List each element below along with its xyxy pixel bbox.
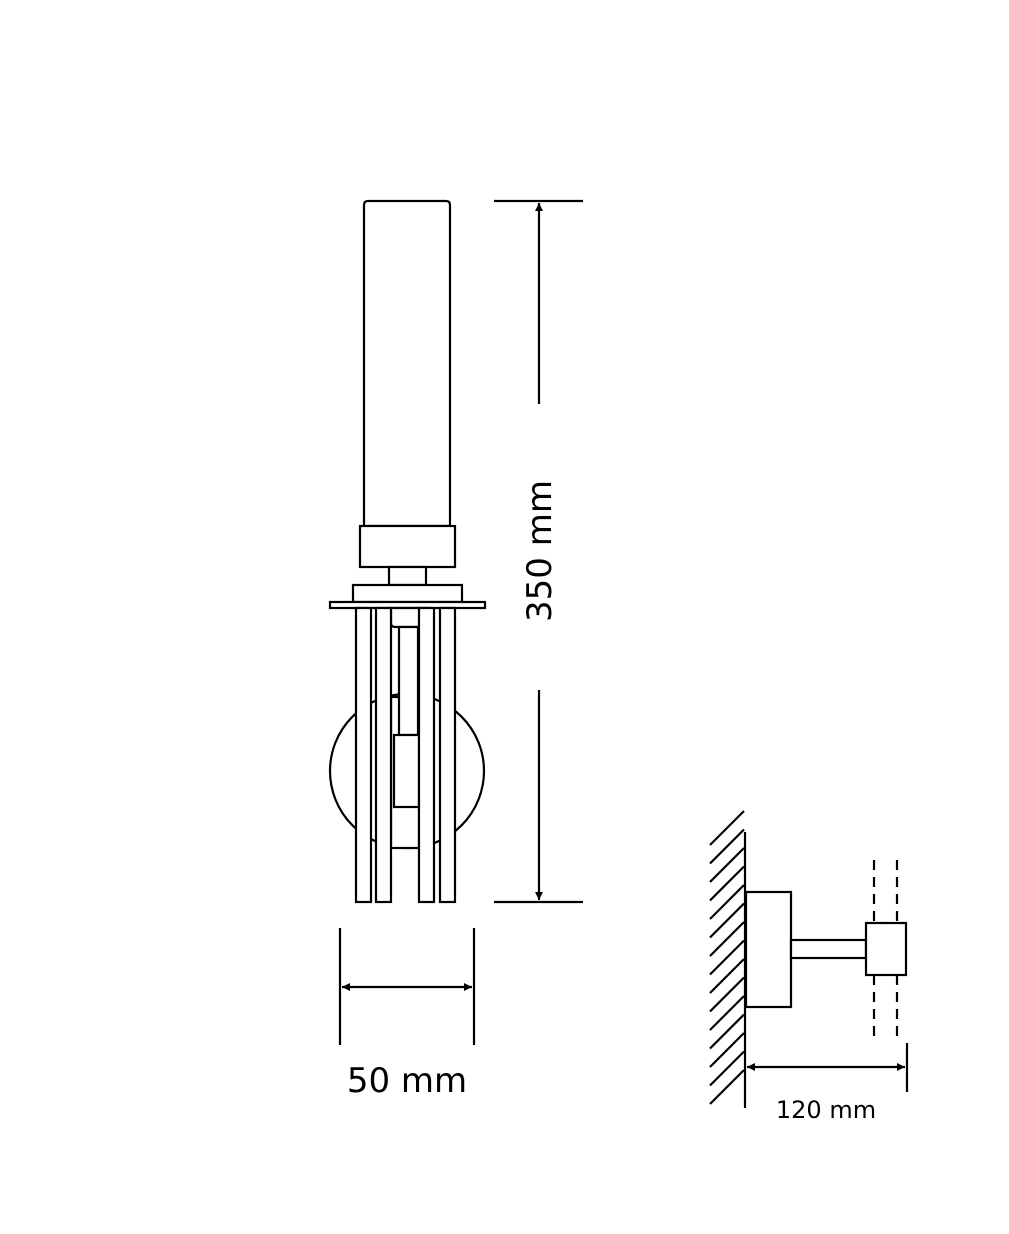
rod-3	[417, 606, 436, 904]
side-block	[864, 921, 908, 977]
hatch-line	[709, 958, 745, 994]
glass-shade	[362, 199, 452, 528]
mount-plate	[351, 583, 464, 604]
side-view: 120 mm	[709, 810, 909, 1124]
front-view	[328, 199, 487, 904]
hatch-line	[709, 1032, 745, 1068]
shade-cap	[358, 524, 457, 569]
hatch-line	[709, 810, 745, 846]
side-base	[744, 890, 793, 1009]
width-dimension: 50 mm	[338, 928, 476, 1101]
hatch-line	[709, 847, 745, 883]
hatch-line	[709, 828, 745, 865]
projection-label: 120 mm	[776, 1096, 876, 1124]
rod-4	[438, 606, 457, 904]
hatch-line	[709, 1069, 745, 1105]
rod-1	[354, 606, 373, 904]
rod-2	[374, 606, 393, 904]
hatch-line	[709, 1050, 745, 1087]
hatch-line	[709, 939, 745, 976]
hatch-line	[709, 884, 745, 920]
hatch-line	[709, 976, 745, 1013]
wall-hatch	[709, 810, 745, 1105]
width-label: 50 mm	[347, 1061, 467, 1101]
height-label: 350 mm	[520, 480, 560, 622]
hatch-line	[709, 865, 745, 902]
socket-tube	[397, 625, 420, 737]
socket-block	[392, 733, 421, 809]
hatch-line	[709, 1013, 745, 1050]
height-dimension: 350 mm	[494, 199, 583, 904]
hatch-line	[709, 921, 745, 957]
side-arm	[789, 938, 868, 960]
hatch-line	[709, 995, 745, 1031]
hatch-line	[709, 902, 745, 939]
neck	[387, 565, 428, 587]
